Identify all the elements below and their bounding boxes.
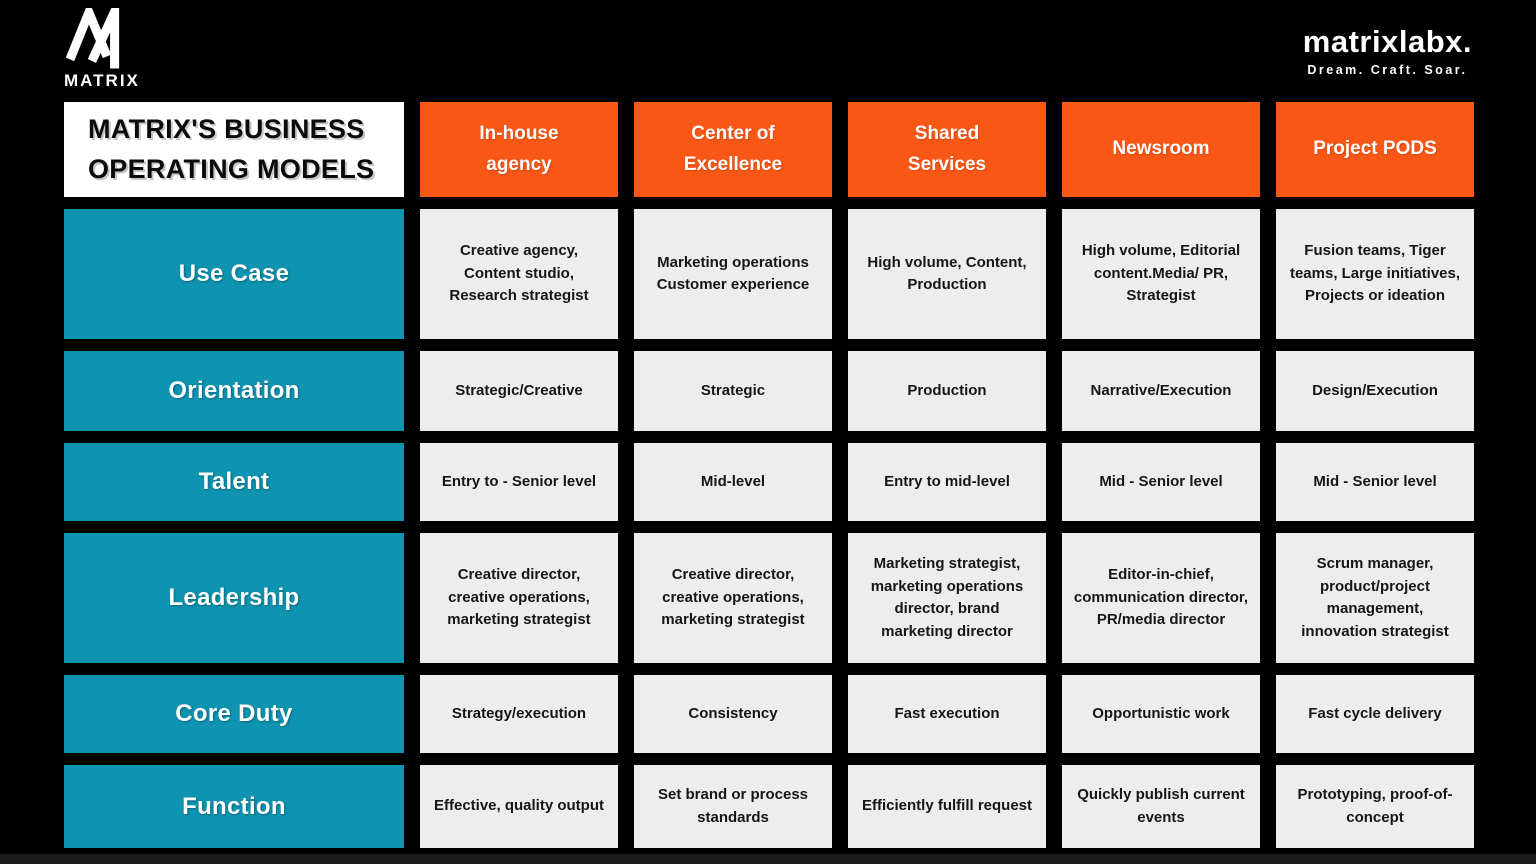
table-cell: Mid - Senior level — [1062, 443, 1260, 521]
table-cell: Production — [848, 351, 1046, 431]
table-cell: Mid-level — [634, 443, 832, 521]
matrix-m-icon — [66, 8, 120, 69]
table-cell: High volume, Editorial content.Media/ PR… — [1062, 209, 1260, 339]
table-cell: Efficiently fulfill request — [848, 765, 1046, 848]
table-cell: Fast execution — [848, 675, 1046, 753]
operating-models-table: MATRIX'S BUSINESS OPERATING MODELS In-ho… — [64, 102, 1474, 848]
table-cell: Editor-in-chief, communication director,… — [1062, 533, 1260, 663]
table-cell: High volume, Content, Production — [848, 209, 1046, 339]
table-cell: Opportunistic work — [1062, 675, 1260, 753]
bottom-divider — [0, 854, 1536, 864]
table-cell: Consistency — [634, 675, 832, 753]
matrixlabx-wordmark: matrixlabx. — [1302, 24, 1472, 59]
table-cell: Narrative/Execution — [1062, 351, 1260, 431]
matrixlabx-logo: matrixlabx. Dream. Craft. Soar. — [1303, 24, 1472, 77]
table-cell: Marketing operations Customer experience — [634, 209, 832, 339]
table-cell: Creative director, creative operations, … — [634, 533, 832, 663]
column-header-project-pods: Project PODS — [1276, 102, 1474, 197]
matrix-logo-text: MATRIX — [64, 71, 140, 90]
column-header-newsroom: Newsroom — [1062, 102, 1260, 197]
table-cell: Prototyping, proof-of-concept — [1276, 765, 1474, 848]
table-cell: Quickly publish current events — [1062, 765, 1260, 848]
table-title-line-2: OPERATING MODELS — [88, 153, 375, 184]
table-title-line-1: MATRIX'S BUSINESS — [88, 114, 365, 145]
row-label-use-case: Use Case — [64, 209, 404, 339]
table-cell: Creative agency, Content studio, Researc… — [420, 209, 618, 339]
table-cell: Strategy/execution — [420, 675, 618, 753]
table-cell: Marketing strategist, marketing operatio… — [848, 533, 1046, 663]
matrixlabx-tagline: Dream. Craft. Soar. — [1307, 63, 1468, 77]
row-label-talent: Talent — [64, 443, 404, 521]
table-cell: Scrum manager, product/project managemen… — [1276, 533, 1474, 663]
row-label-function: Function — [64, 765, 404, 848]
matrix-logo: MATRIX — [64, 8, 154, 91]
table-cell: Fast cycle delivery — [1276, 675, 1474, 753]
row-label-core-duty: Core Duty — [64, 675, 404, 753]
table-cell: Mid - Senior level — [1276, 443, 1474, 521]
table-cell: Entry to - Senior level — [420, 443, 618, 521]
table-cell: Entry to mid-level — [848, 443, 1046, 521]
column-header-center-of-excellence: Center of Excellence — [634, 102, 832, 197]
row-label-leadership: Leadership — [64, 533, 404, 663]
table-cell: Creative director, creative operations, … — [420, 533, 618, 663]
row-label-orientation: Orientation — [64, 351, 404, 431]
column-header-shared-services: Shared Services — [848, 102, 1046, 197]
table-cell: Strategic/Creative — [420, 351, 618, 431]
table-cell: Fusion teams, Tiger teams, Large initiat… — [1276, 209, 1474, 339]
table-cell: Set brand or process standards — [634, 765, 832, 848]
table-cell: Effective, quality output — [420, 765, 618, 848]
column-header-in-house-agency: In-house agency — [420, 102, 618, 197]
table-cell: Design/Execution — [1276, 351, 1474, 431]
table-cell: Strategic — [634, 351, 832, 431]
table-title: MATRIX'S BUSINESS OPERATING MODELS — [64, 102, 404, 197]
